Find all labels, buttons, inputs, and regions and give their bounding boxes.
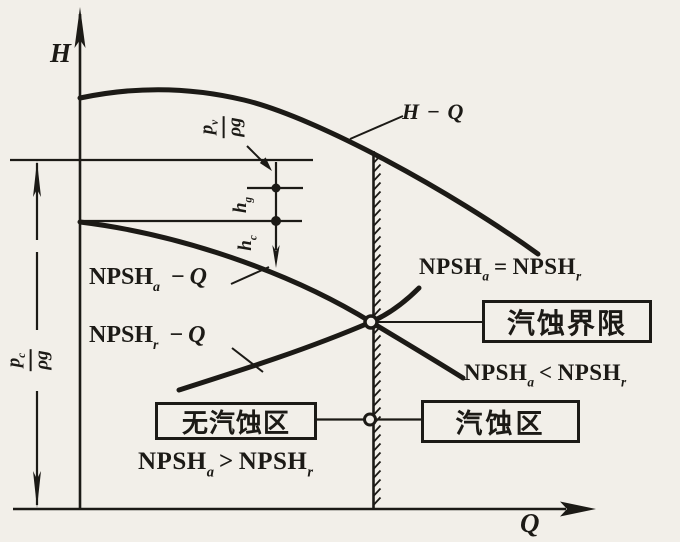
q-axis-arrow-icon <box>560 501 596 517</box>
rel-gt-op: > <box>218 448 234 475</box>
hc-dimension-label: hc <box>235 235 260 250</box>
rel-lt-rhs-sub: r <box>620 374 627 390</box>
critical-flow-hatching <box>372 154 382 506</box>
npshr-q: Q <box>188 322 206 348</box>
npshr-label-leader <box>231 347 264 373</box>
hc-base: h <box>234 240 256 251</box>
rel-lt-rhs: NPSH <box>557 360 621 385</box>
npsha-curve <box>77 219 466 381</box>
cavitation-boundary-callout: 汽蚀界限 <box>482 300 652 343</box>
pc-num: p <box>3 357 25 368</box>
rel-gt-rhs-sub: r <box>307 464 314 481</box>
rel-lt-lhs: NPSH <box>464 360 528 385</box>
rel-eq-lhs-sub: a <box>482 268 490 284</box>
npshr-base: NPSH <box>89 322 154 348</box>
rel-lt-lhs-sub: a <box>527 374 535 390</box>
pv-num-sub: v <box>209 119 222 125</box>
npsha-sub: a <box>153 279 160 295</box>
pc-den: ρg <box>31 350 53 370</box>
h-axis-arrow-icon <box>74 7 86 48</box>
npsha-base: NPSH <box>89 264 154 290</box>
rel-eq-rhs: NPSH <box>512 254 576 279</box>
rel-gt-lhs: NPSH <box>138 448 207 475</box>
dimension-dot-lower <box>271 216 281 226</box>
rel-eq-lhs: NPSH <box>419 254 483 279</box>
cavitation-boundary-point <box>363 314 379 330</box>
relation-greater: NPSHa>NPSHr <box>138 448 313 481</box>
rel-eq-op: = <box>494 254 508 279</box>
pv-num: p <box>196 124 218 135</box>
npshr-curve <box>176 285 422 393</box>
npshr-curve-label: NPSHr −Q <box>89 322 205 354</box>
rel-gt-lhs-sub: a <box>206 464 214 481</box>
npshr-minus: − <box>169 322 184 348</box>
npsha-label-leader <box>230 266 270 285</box>
rel-lt-op: < <box>539 360 553 385</box>
relation-less: NPSHa<NPSHr <box>464 360 626 391</box>
hc-down-arrow-icon <box>272 245 280 268</box>
relation-equal: NPSHa=NPSHr <box>419 254 581 285</box>
npsha-q: Q <box>189 264 207 290</box>
cavitation-zone-callout: 汽蚀区 <box>421 400 580 443</box>
zone-divider-point <box>363 412 377 427</box>
pv-leader-arrow-icon <box>259 157 272 171</box>
dimension-dot-upper <box>271 183 281 193</box>
hq-curve <box>77 87 541 257</box>
npshr-sub: r <box>153 337 159 353</box>
no-cavitation-zone-callout: 无汽蚀区 <box>155 402 317 440</box>
npsha-minus: − <box>170 264 185 290</box>
hg-sub: g <box>242 196 255 203</box>
y-axis-label: H <box>50 38 72 68</box>
pv-den: ρg <box>224 117 246 137</box>
hg-base: h <box>229 202 251 214</box>
pc-num-sub: c <box>16 352 29 358</box>
pc-up-arrow-icon <box>33 161 41 197</box>
rel-gt-rhs: NPSH <box>238 448 308 475</box>
npsha-curve-label: NPSHa −Q <box>89 264 207 296</box>
hc-sub: c <box>247 235 260 241</box>
hq-curve-label: H − Q <box>402 99 465 124</box>
rel-eq-rhs-sub: r <box>575 268 582 284</box>
hq-label-leader <box>349 115 404 140</box>
hg-dimension-label: hg <box>230 197 255 213</box>
x-axis-label: Q <box>520 508 540 538</box>
pc-down-arrow-icon <box>33 471 41 508</box>
